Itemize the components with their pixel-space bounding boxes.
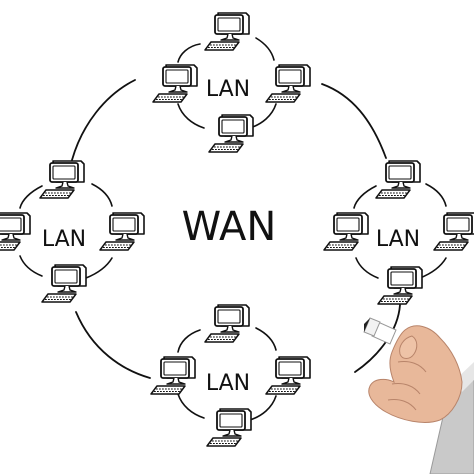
computer-icon	[433, 212, 474, 251]
lan-label-top: LAN	[206, 77, 250, 102]
computer-icon	[152, 64, 198, 103]
lan-cluster-left: LAN	[0, 160, 145, 303]
computer-icon	[265, 356, 311, 395]
lan-cluster-right: LAN	[323, 160, 474, 305]
computer-icon	[39, 160, 85, 199]
computer-icon	[323, 212, 369, 251]
lan-label-left: LAN	[42, 227, 86, 252]
lan-label-right: LAN	[376, 227, 420, 252]
computer-icon	[377, 266, 423, 305]
computer-icon	[204, 304, 250, 343]
wan-links	[71, 79, 401, 379]
computer-icon	[41, 264, 87, 303]
computer-icon	[150, 356, 196, 395]
marker-pen	[363, 317, 397, 345]
computer-icon	[204, 12, 250, 51]
hand-with-marker	[363, 317, 474, 474]
lan-cluster-top: LAN	[152, 12, 311, 153]
computer-icon	[208, 114, 254, 153]
wan-label: WAN	[182, 204, 277, 250]
wan-link-top-right	[321, 83, 387, 159]
computer-icon	[206, 408, 252, 447]
wan-link-top-left	[71, 79, 136, 161]
computer-icon	[99, 212, 145, 251]
computer-icon	[375, 160, 421, 199]
lan-label-bottom: LAN	[206, 371, 250, 396]
wan-link-left-bottom	[75, 311, 151, 379]
lan-cluster-bottom: LAN	[150, 304, 311, 447]
computer-icon	[265, 64, 311, 103]
computer-icon	[0, 212, 31, 251]
